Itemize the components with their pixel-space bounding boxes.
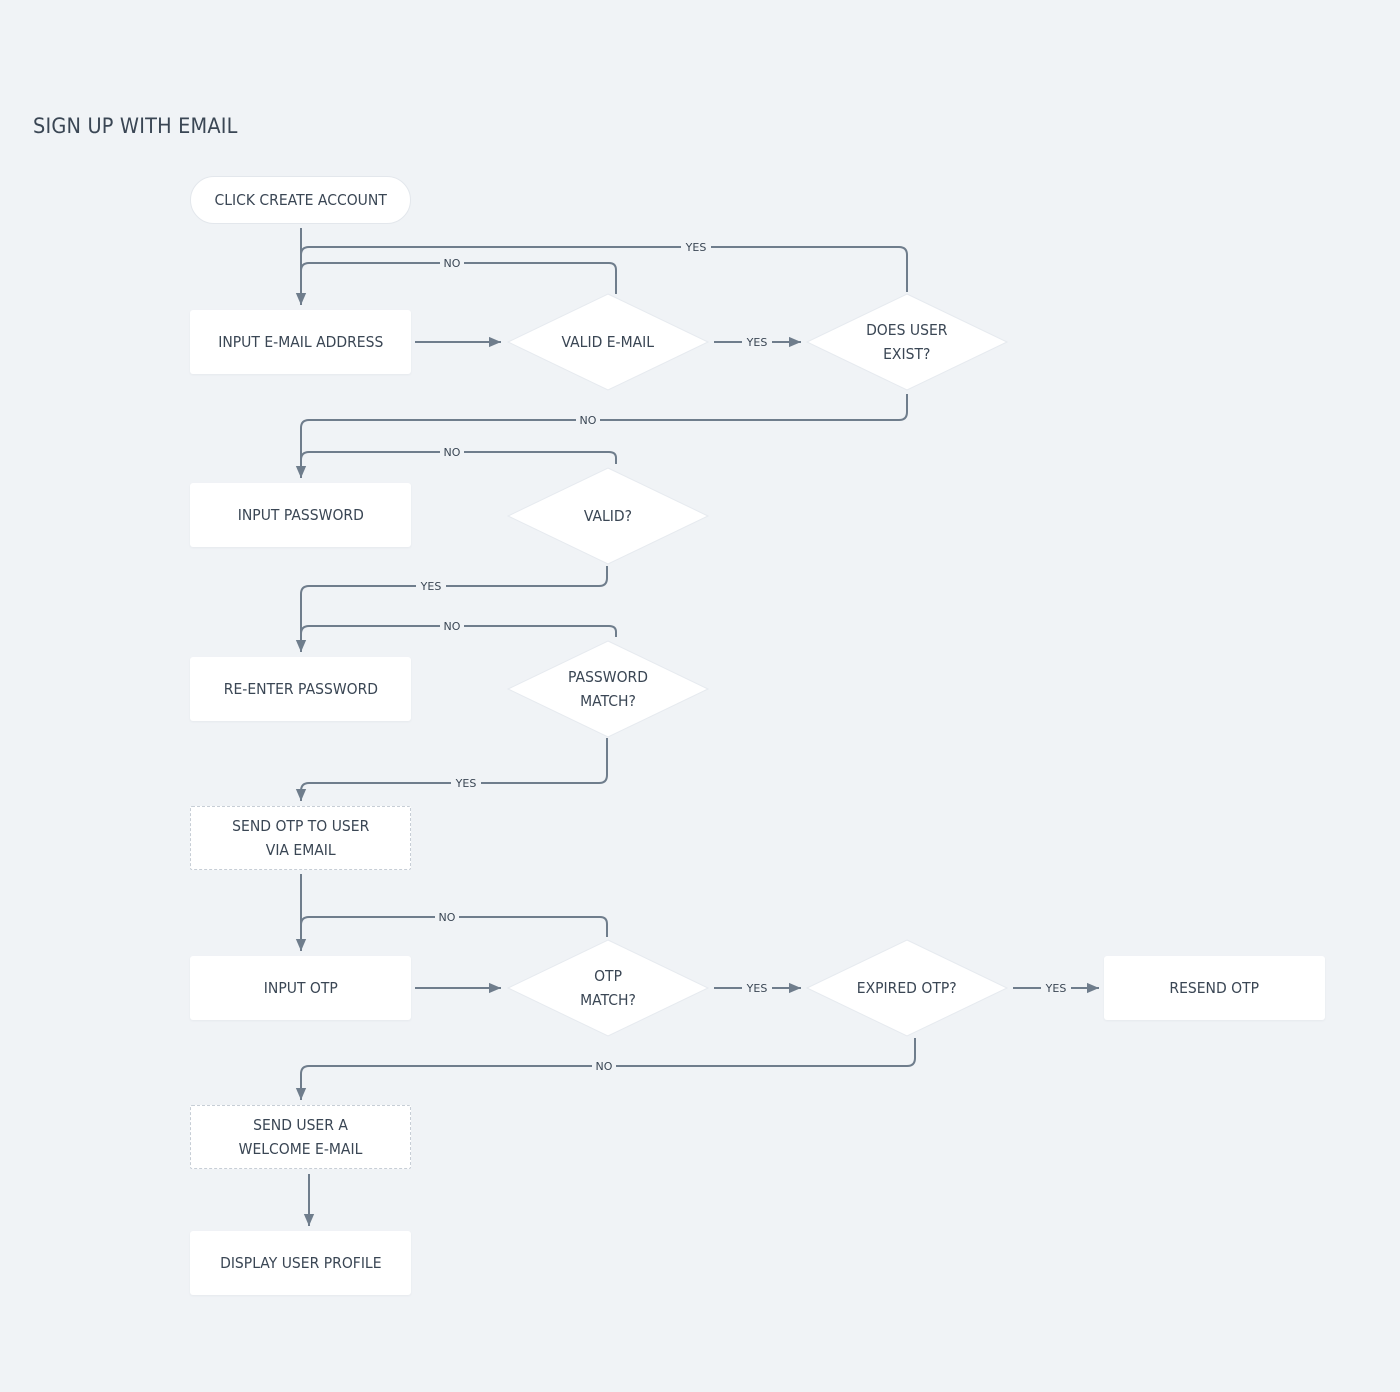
edge-valid-yes <box>295 566 608 652</box>
node-click-create-account: CLICK CREATE ACCOUNT <box>190 176 411 224</box>
edge-label-yes: YES <box>746 982 768 995</box>
node-label: RE-ENTER PASSWORD <box>223 680 378 698</box>
edge-label-yes: YES <box>685 241 707 254</box>
diamond-otp-match-label: OTP MATCH? <box>508 941 708 1035</box>
edge-otp-no <box>300 916 608 937</box>
node-resend-otp: RESEND OTP <box>1104 956 1325 1020</box>
node-input-otp: INPUT OTP <box>190 956 411 1020</box>
diamond-valid <box>506 467 710 565</box>
edge-user-exist-no <box>295 394 908 478</box>
edge-label-no: NO <box>444 257 461 270</box>
node-reenter-password: RE-ENTER PASSWORD <box>190 657 411 721</box>
page-title: SIGN UP WITH EMAIL <box>33 114 238 138</box>
node-label: VALID? <box>583 507 633 525</box>
diamond-otp-match <box>506 939 710 1037</box>
edge-label-yes: YES <box>455 777 477 790</box>
diamond-password-match <box>506 640 710 738</box>
diamond-user-exist <box>805 293 1009 391</box>
edge-label-yes: YES <box>746 336 768 349</box>
node-label: VALID E-MAIL <box>561 333 655 351</box>
diamond-password-match-label: PASSWORD MATCH? <box>508 642 708 736</box>
node-display-profile: DISPLAY USER PROFILE <box>190 1231 411 1295</box>
diamond-user-exist-label: DOES USER EXIST? <box>807 295 1007 389</box>
node-label: OTP MATCH? <box>580 967 636 1009</box>
node-label: INPUT OTP <box>263 979 338 997</box>
node-label: INPUT E-MAIL ADDRESS <box>217 333 384 351</box>
node-label: DOES USER EXIST? <box>866 321 948 363</box>
node-label: DISPLAY USER PROFILE <box>219 1254 382 1272</box>
diamond-expired-otp-label: EXPIRED OTP? <box>807 941 1007 1035</box>
edge-match-yes <box>295 738 608 801</box>
edge-valid-email-no <box>300 262 617 294</box>
node-send-otp: SEND OTP TO USER VIA EMAIL <box>190 806 411 870</box>
edge-label-no: NO <box>580 414 597 427</box>
edge-valid-no <box>300 451 617 464</box>
node-label: SEND USER A WELCOME E-MAIL <box>238 1116 363 1158</box>
node-label: CLICK CREATE ACCOUNT <box>214 191 387 209</box>
edge-label-yes: YES <box>1045 982 1067 995</box>
node-input-email: INPUT E-MAIL ADDRESS <box>190 310 411 374</box>
edge-label-yes: YES <box>420 580 442 593</box>
node-label: RESEND OTP <box>1169 979 1260 997</box>
node-label: EXPIRED OTP? <box>857 979 957 997</box>
diamond-expired-otp <box>805 939 1009 1037</box>
diamond-valid-email-label: VALID E-MAIL <box>508 295 708 389</box>
edge-label-no: NO <box>439 911 456 924</box>
edge-match-no <box>300 625 617 637</box>
edge-label-no: NO <box>596 1060 613 1073</box>
edge-user-exist-yes <box>300 246 908 292</box>
node-send-welcome-email: SEND USER A WELCOME E-MAIL <box>190 1105 411 1169</box>
node-label: INPUT PASSWORD <box>237 506 364 524</box>
diamond-valid-label: VALID? <box>508 469 708 563</box>
node-input-password: INPUT PASSWORD <box>190 483 411 547</box>
node-label: PASSWORD MATCH? <box>567 668 648 710</box>
diamond-valid-email <box>506 293 710 391</box>
edge-label-no: NO <box>444 446 461 459</box>
node-label: SEND OTP TO USER VIA EMAIL <box>231 817 370 859</box>
edge-label-no: NO <box>444 620 461 633</box>
